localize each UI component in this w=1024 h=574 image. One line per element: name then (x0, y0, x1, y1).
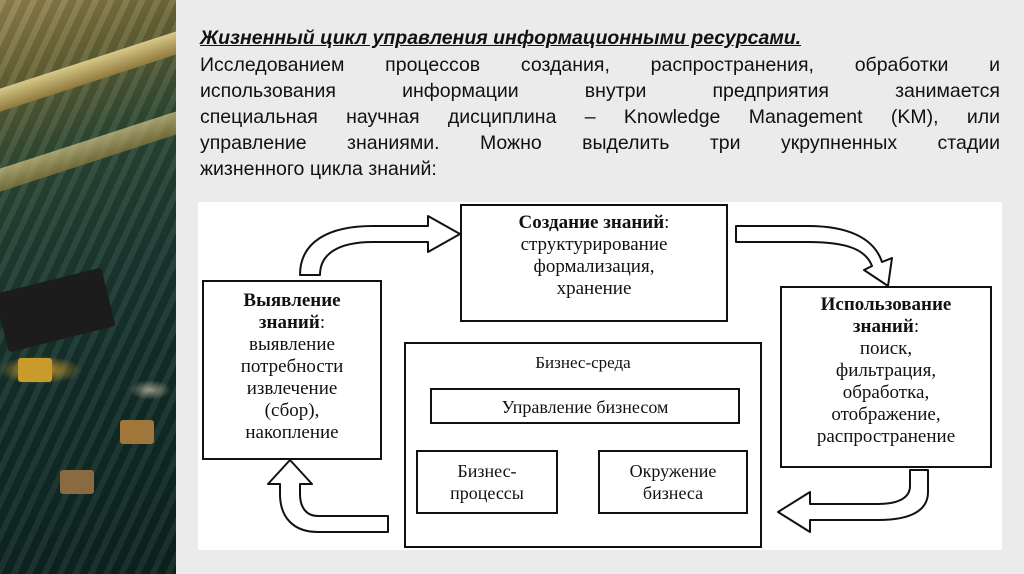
paragraph-line: жизненного цикла знаний: (200, 158, 437, 180)
business-surroundings-box: Окружение бизнеса (598, 450, 748, 514)
creation-line: хранение (556, 278, 632, 299)
intro-paragraph: Исследованием процессов создания, распро… (200, 52, 1000, 182)
identification-line: накопление (245, 422, 339, 443)
business-management-label: Управление бизнесом (501, 397, 669, 417)
slide-title: Жизненный цикл управления информационным… (200, 27, 802, 49)
usage-line: поиск, (859, 338, 913, 359)
business-surroundings-label: бизнеса (642, 483, 704, 503)
usage-title: знаний (852, 316, 914, 337)
identification-box: Выявление знаний: выявление потребности … (202, 280, 382, 460)
paragraph-line: использования информации внутри предприя… (200, 80, 1000, 102)
paragraph-line: Исследованием процессов создания, распро… (200, 54, 1000, 76)
creation-title: Создание знаний (518, 212, 665, 233)
identification-title: знаний (258, 312, 320, 333)
business-processes-box: Бизнес- процессы (416, 450, 558, 514)
creation-line: структурирование (520, 234, 668, 255)
arrow-to-identification (267, 459, 389, 533)
usage-box: Использование знаний: поиск, фильтрация,… (780, 286, 992, 468)
arrow-from-usage (777, 469, 929, 533)
business-environment-box: Бизнес-среда (404, 342, 762, 548)
creation-box: Создание знаний: структурирование формал… (460, 204, 728, 322)
usage-title: Использование (820, 294, 952, 315)
business-processes-label: Бизнес- (457, 461, 517, 481)
identification-line: извлечение (246, 378, 338, 399)
knowledge-lifecycle-diagram: Создание знаний: структурирование формал… (198, 202, 1002, 550)
arrow-to-usage (735, 225, 893, 287)
usage-line: обработка, (842, 382, 930, 403)
slide: Жизненный цикл управления информационным… (176, 0, 1024, 574)
paragraph-line: специальная научная дисциплина – Knowled… (200, 106, 1000, 128)
usage-line: распространение (816, 426, 956, 447)
usage-line: отображение, (831, 404, 941, 425)
business-surroundings-label: Окружение (629, 461, 717, 481)
business-management-box: Управление бизнесом (430, 388, 740, 424)
arrow-to-creation (299, 215, 461, 276)
identification-title: Выявление (243, 290, 341, 311)
business-processes-label: процессы (450, 483, 524, 503)
business-environment-label: Бизнес-среда (535, 353, 631, 372)
paragraph-line: управление знаниями. Можно выделить три … (200, 132, 1000, 154)
circuit-board-photo (0, 0, 189, 574)
usage-line: фильтрация, (835, 360, 937, 381)
creation-line: формализация, (533, 256, 655, 277)
identification-line: выявление (249, 334, 335, 355)
identification-line: (сбор), (264, 400, 320, 421)
identification-line: потребности (240, 356, 344, 377)
